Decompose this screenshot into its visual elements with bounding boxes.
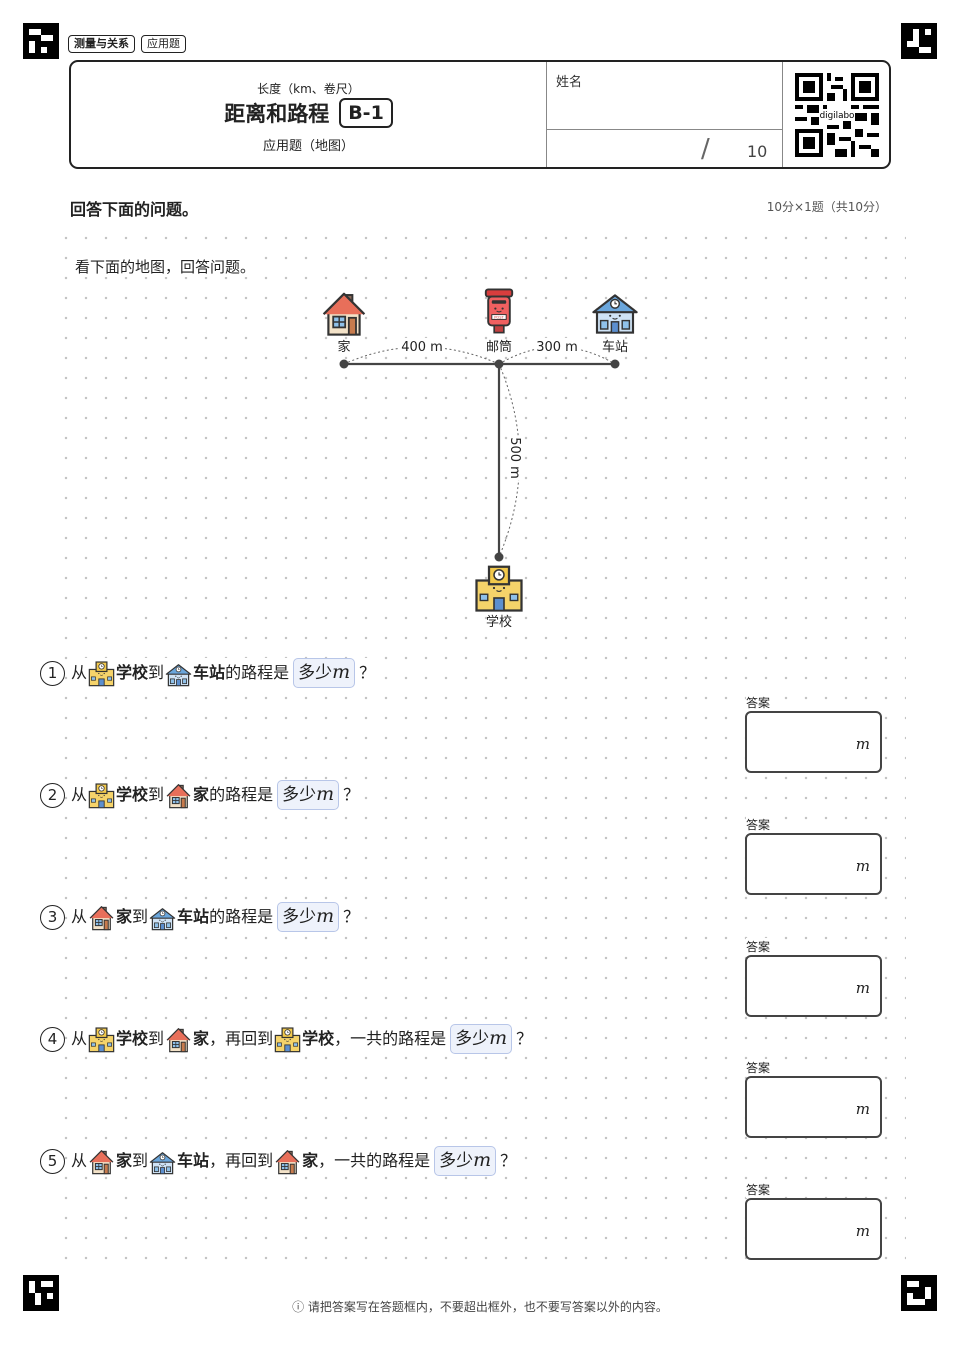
corner-marker-top-right [901, 23, 937, 59]
answer-label: 答案 [746, 1059, 771, 1076]
worksheet-subtitle: 长度（km、卷尺） [257, 82, 360, 96]
school-icon [88, 1026, 115, 1053]
worksheet-title: 距离和路程 [224, 102, 330, 126]
ask-highlight: 多少m [434, 1146, 497, 1176]
footer-note: ⓘ 请把答案写在答题框内，不要超出框外，也不要写答案以外的内容。 [292, 1300, 668, 1314]
corner-marker-top-left [23, 23, 59, 59]
score-slash: / [701, 134, 710, 164]
answer-unit: m [855, 857, 870, 875]
ask-highlight: 多少m [450, 1024, 513, 1054]
answer-label: 答案 [746, 694, 771, 711]
corner-marker-bottom-right [901, 1275, 937, 1311]
station-icon [149, 904, 176, 931]
title-block: 长度（km、卷尺） 距离和路程 B-1 应用题（地图） [71, 62, 546, 167]
house-icon [274, 1148, 301, 1175]
score-field[interactable]: / 10 [546, 130, 782, 167]
answer-box-2[interactable]: m [745, 833, 882, 895]
answer-unit: m [855, 1222, 870, 1240]
qr-code-icon: digilabo [795, 73, 879, 157]
qr-code-cell: digilabo [782, 62, 889, 167]
corner-marker-bottom-left [23, 1275, 59, 1311]
question-2: 2 从学校到家的路程是多少m？ [40, 780, 360, 810]
question-3: 3 从家到车站的路程是多少m？ [40, 902, 360, 932]
ask-highlight: 多少m [277, 780, 340, 810]
name-label: 姓名 [556, 75, 583, 90]
answer-label: 答案 [746, 938, 771, 955]
worksheet-header: 长度（km、卷尺） 距离和路程 B-1 应用题（地图） 姓名 / 10 [69, 60, 891, 169]
question-number: 2 [40, 782, 65, 808]
school-icon [88, 660, 115, 687]
ask-highlight: 多少m [293, 658, 356, 688]
question-number: 1 [40, 660, 65, 686]
answer-box-1[interactable]: m [745, 711, 882, 773]
school-icon [274, 1026, 301, 1053]
ask-highlight: 多少m [277, 902, 340, 932]
type-tag: 应用题 [141, 35, 186, 53]
answer-unit: m [855, 735, 870, 753]
score-total: 10 [747, 142, 768, 161]
answer-unit: m [855, 1100, 870, 1118]
name-field[interactable]: 姓名 [546, 62, 782, 130]
answer-box-3[interactable]: m [745, 955, 882, 1017]
question-number: 4 [40, 1026, 65, 1052]
points-info: 10分×1题（共10分） [764, 198, 889, 215]
answer-box-5[interactable]: m [745, 1198, 882, 1260]
house-icon [88, 1148, 115, 1175]
question-5: 5 从家到车站，再回到家，一共的路程是多少m？ [40, 1146, 517, 1176]
question-4: 4 从学校到家，再回到学校，一共的路程是多少m？ [40, 1024, 533, 1054]
station-icon [149, 1148, 176, 1175]
answer-unit: m [855, 979, 870, 997]
question-number: 3 [40, 904, 65, 930]
category-tags: 测量与关系 应用题 [68, 35, 186, 53]
worksheet-kind: 应用题（地图） [262, 139, 354, 154]
answer-label: 答案 [746, 816, 771, 833]
question-number: 5 [40, 1148, 65, 1174]
qr-caption: digilabo [820, 111, 855, 121]
school-icon [88, 782, 115, 809]
house-icon [88, 904, 115, 931]
instruction-text: 回答下面的问题。 [70, 200, 199, 219]
house-icon [165, 782, 192, 809]
answer-label: 答案 [746, 1181, 771, 1198]
house-icon [165, 1026, 192, 1053]
question-1: 1 从学校到车站的路程是多少m？ [40, 658, 376, 688]
level-badge: B-1 [339, 98, 393, 128]
answer-box-4[interactable]: m [745, 1076, 882, 1138]
category-tag: 测量与关系 [68, 35, 135, 53]
station-icon [165, 660, 192, 687]
lead-text: 看下面的地图，回答问题。 [73, 256, 258, 277]
